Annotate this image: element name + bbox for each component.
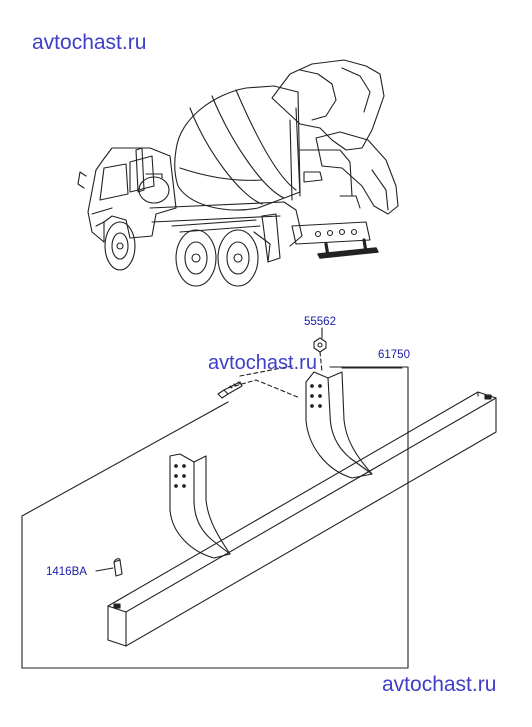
exploded-parts (21, 327, 497, 669)
watermark-middle: avtochast.ru (208, 352, 317, 374)
mixer-truck-illustration (77, 59, 399, 287)
bolt-icon (217, 381, 243, 399)
callout-cap: 1416BA (46, 566, 87, 578)
bumper-beam (107, 391, 497, 613)
nut-icon (313, 337, 327, 353)
watermark-top: avtochast.ru (32, 31, 147, 54)
callout-bumper: 61750 (378, 349, 410, 361)
callout-nut: 55562 (304, 316, 336, 328)
watermark-bottom: avtochast.ru (382, 673, 497, 696)
left-bracket (169, 453, 231, 559)
cap-icon (113, 558, 123, 577)
